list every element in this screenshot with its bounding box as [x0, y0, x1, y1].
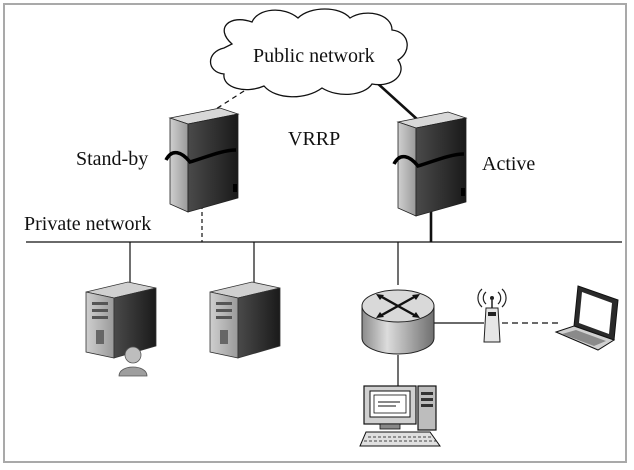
- wireless-access-point-icon: [477, 288, 507, 343]
- laptop-icon: [554, 285, 619, 351]
- router-icon: [361, 289, 435, 355]
- public-network-label: Public network: [253, 45, 375, 67]
- active-server-icon: [392, 111, 468, 217]
- user-icon: [118, 346, 148, 377]
- vrrp-label: VRRP: [288, 128, 341, 150]
- cloud-icon: [209, 8, 408, 98]
- diagram-frame: [3, 3, 627, 463]
- active-public-link: [375, 81, 419, 121]
- standby-server-icon: [164, 107, 240, 213]
- private-network-label: Private network: [24, 213, 152, 235]
- tower-server-icon: [85, 281, 157, 359]
- active-label: Active: [482, 153, 536, 175]
- tower-server-icon: [209, 281, 281, 359]
- desktop-computer-icon: [359, 385, 441, 447]
- standby-label: Stand-by: [76, 148, 149, 170]
